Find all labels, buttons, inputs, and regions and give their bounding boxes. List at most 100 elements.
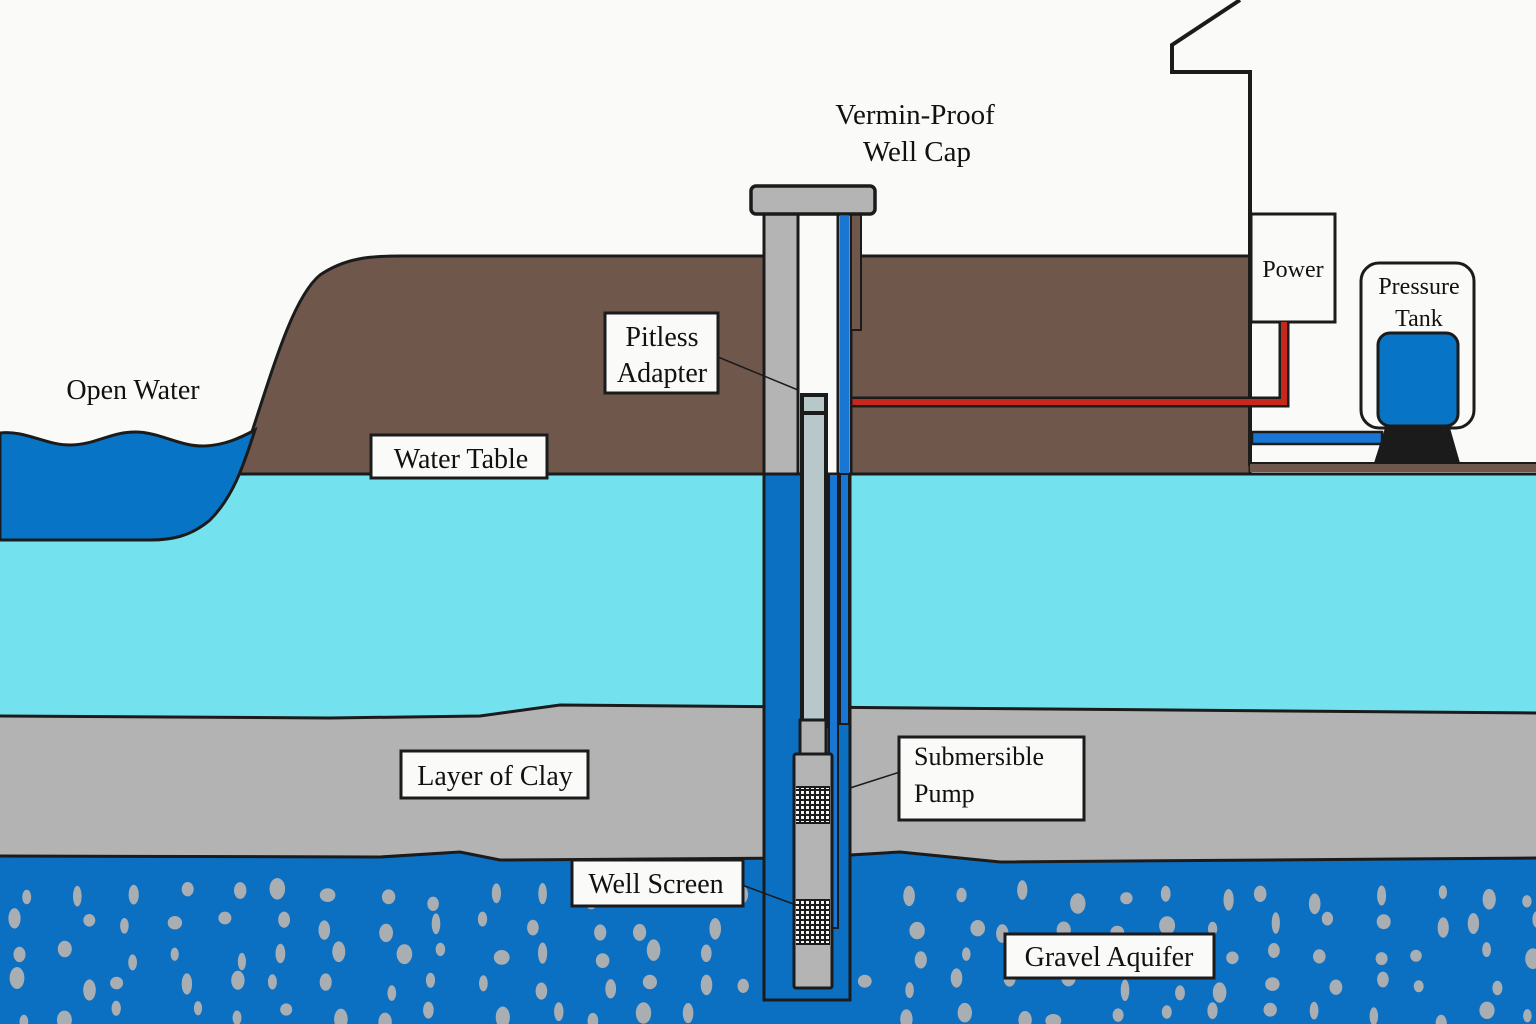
gravel-pebble — [914, 951, 927, 969]
gravel-pebble — [527, 919, 539, 936]
gravel-pebble — [269, 878, 286, 900]
screen-leader — [741, 884, 797, 906]
gravel-pebble — [701, 944, 712, 963]
soil-shim — [850, 213, 862, 331]
gravel-pebble — [1308, 893, 1321, 915]
gravel-pebble — [1159, 916, 1176, 935]
gravel-pebble — [13, 946, 26, 963]
gravel-pebble — [909, 921, 925, 940]
water-table-label: Water Table — [394, 444, 528, 475]
gravel-pebble — [181, 882, 194, 897]
gravel-pebble — [1253, 885, 1267, 902]
submersible-pump-label-line2: Pump — [914, 779, 975, 808]
power-label: Power — [1262, 257, 1323, 283]
gravel-pebble — [1523, 1009, 1532, 1023]
gravel-pebble — [1525, 948, 1536, 970]
pump-leader — [849, 771, 901, 789]
gravel-pebble — [1223, 889, 1234, 911]
gravel-pebble — [1522, 895, 1532, 908]
gravel-pebble — [231, 970, 245, 990]
water-drop-pipe-upper — [840, 216, 849, 474]
gravel-pebble — [9, 967, 25, 989]
gravel-pebble — [319, 973, 332, 991]
gravel-aquifer-box — [1003, 932, 1216, 980]
pitless-leader — [717, 356, 799, 391]
gravel-pebble — [387, 985, 397, 1001]
gravel-pebble — [83, 914, 96, 927]
gravel-pebble — [1070, 893, 1086, 914]
water-table-box — [369, 433, 549, 480]
house-floor — [1250, 464, 1536, 472]
gravel-pebble — [1376, 914, 1391, 930]
clay-label: Layer of Clay — [417, 761, 573, 792]
well-cap — [749, 184, 877, 216]
gravel-pebble — [396, 944, 413, 965]
gravel-pebble — [1479, 1001, 1495, 1019]
gravel-pebble — [19, 1014, 29, 1024]
gravel-pebble — [1271, 912, 1280, 934]
gravel-pebble — [1265, 977, 1280, 991]
gravel-pebble — [1160, 885, 1171, 902]
gravel-pebble — [1018, 1011, 1032, 1024]
gravel-pebble — [605, 979, 617, 999]
gravel-pebble — [1467, 913, 1480, 934]
gravel-pebble — [1321, 911, 1333, 926]
gravel-aquifer-label: Gravel Aquifer — [1025, 942, 1194, 973]
gravel-pebble — [1175, 985, 1185, 1001]
gravel-pebble — [1482, 888, 1496, 910]
gravel-pebble — [237, 952, 246, 971]
gravel-pebble — [334, 1008, 348, 1024]
gravel-pebble — [857, 974, 872, 988]
gravel-pebble — [1161, 1005, 1172, 1019]
gravel-pebble — [83, 979, 96, 1001]
gravel-pebble — [900, 1009, 913, 1024]
gravel-pebble — [128, 884, 139, 905]
gravel-pebble — [970, 920, 985, 937]
gravel-pebble — [1437, 917, 1449, 938]
gravel-pebble — [425, 972, 436, 988]
gravel-pebble — [646, 939, 661, 961]
open-water-label: Open Water — [66, 375, 200, 406]
gravel-pebble — [642, 974, 658, 990]
gravel-pebble — [1492, 980, 1503, 996]
gravel-pebble — [435, 942, 446, 957]
gravel-pebble — [319, 888, 336, 902]
gravel-pebble — [495, 1006, 510, 1024]
gravel-pebble — [332, 941, 346, 963]
gravel-pebble — [1329, 979, 1343, 995]
gravel-pebble — [1309, 1001, 1319, 1020]
gravel-pebble — [635, 1002, 652, 1024]
gravel-pebble — [278, 911, 290, 928]
gravel-pebble — [318, 920, 331, 940]
gravel-pebble — [378, 1012, 392, 1024]
well-screen-label: Well Screen — [588, 869, 723, 900]
gravel-pebble — [1212, 982, 1227, 1003]
well-cap-label-line1: Vermin-Proof — [835, 99, 995, 131]
gravel-pebble — [595, 953, 610, 968]
gravel-pebble — [1369, 1007, 1379, 1024]
clay-box — [399, 749, 590, 800]
pump-intake-screen — [796, 786, 830, 824]
house-water-line — [1250, 430, 1384, 446]
gravel-pebble — [1017, 880, 1028, 900]
gravel-pebble — [218, 911, 232, 925]
gravel-pebble — [1226, 951, 1239, 965]
gravel-pebble — [1045, 1014, 1062, 1024]
pressure-tank — [1376, 331, 1460, 428]
gravel-pebble — [535, 982, 548, 1000]
gravel-pebble — [1435, 1014, 1447, 1024]
soil-layer — [235, 254, 1252, 476]
pitless-adapter-label-line1: Pitless — [625, 322, 698, 353]
gravel-pebble — [381, 889, 396, 905]
gravel-pebble — [73, 885, 82, 907]
gravel-pebble — [700, 974, 713, 996]
gravel-pebble — [1410, 949, 1422, 962]
gravel-pebble — [8, 908, 21, 929]
gravel-pebble — [232, 1010, 242, 1024]
gravel-pebble — [181, 973, 193, 995]
gravel-pebble — [1375, 952, 1388, 966]
gravel-pebble — [167, 916, 183, 930]
gravel-pebble — [633, 923, 647, 941]
gravel-pebble — [423, 1001, 434, 1019]
gravel-pebble — [234, 882, 247, 899]
